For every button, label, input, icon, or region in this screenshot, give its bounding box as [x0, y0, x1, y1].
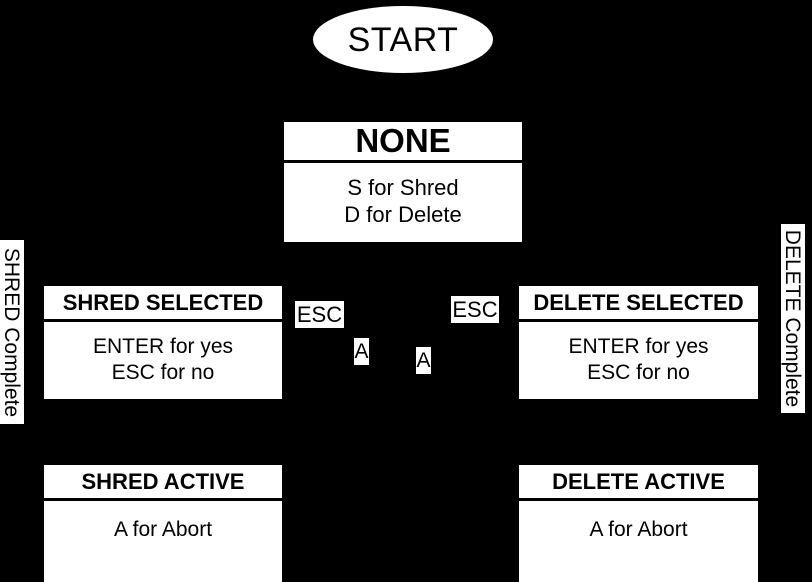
state-body-line: ENTER for yes [92, 335, 234, 358]
state-title-shred-selected: SHRED SELECTED [44, 286, 282, 322]
state-title-shred-active: SHRED ACTIVE [44, 465, 282, 501]
edge-label-abort-left: A [354, 338, 369, 365]
state-node-shred-selected[interactable]: SHRED SELECTED ENTER for yes ESC for no [44, 286, 282, 399]
state-body-shred-selected: ENTER for yes ESC for no [44, 322, 282, 399]
edge-label-esc-right: ESC [451, 296, 499, 323]
edge-delete-active-abort-to-none [401, 250, 519, 522]
edge-label-delete-complete-text: DELETE Complete [781, 229, 805, 408]
state-body-line: ESC for no [587, 360, 690, 384]
state-title-delete-active: DELETE ACTIVE [519, 465, 758, 501]
state-node-delete-active[interactable]: DELETE ACTIVE A for Abort [519, 465, 758, 582]
state-node-shred-active[interactable]: SHRED ACTIVE A for Abort [44, 465, 282, 582]
edge-shred-active-abort-to-none [282, 250, 405, 522]
state-body-line: A for Abort [113, 518, 213, 541]
state-title-delete-selected: DELETE SELECTED [519, 286, 758, 322]
state-body-none: S for Shred D for Delete [284, 163, 522, 242]
state-node-none[interactable]: NONE S for Shred D for Delete [284, 122, 522, 242]
state-body-line: D for Delete [344, 201, 462, 227]
edge-label-shred-complete-text: SHRED Complete [0, 247, 24, 417]
state-node-delete-selected[interactable]: DELETE SELECTED ENTER for yes ESC for no [519, 286, 758, 399]
start-label: START [347, 20, 459, 59]
state-body-line: A for Abort [589, 518, 688, 541]
state-title-none: NONE [284, 122, 522, 163]
state-body-delete-selected: ENTER for yes ESC for no [519, 322, 758, 399]
edge-label-shred-complete: SHRED Complete [0, 240, 24, 424]
edge-label-abort-right: A [416, 347, 431, 374]
state-body-line: ENTER for yes [568, 335, 709, 358]
state-body-line: S for Shred [347, 175, 459, 200]
edge-label-delete-complete: DELETE Complete [781, 224, 805, 413]
state-body-delete-active: A for Abort [519, 501, 758, 582]
start-node[interactable]: START [313, 6, 493, 73]
edge-label-esc-left: ESC [295, 301, 344, 328]
state-body-shred-active: A for Abort [44, 501, 282, 582]
state-body-line: ESC for no [111, 360, 215, 384]
